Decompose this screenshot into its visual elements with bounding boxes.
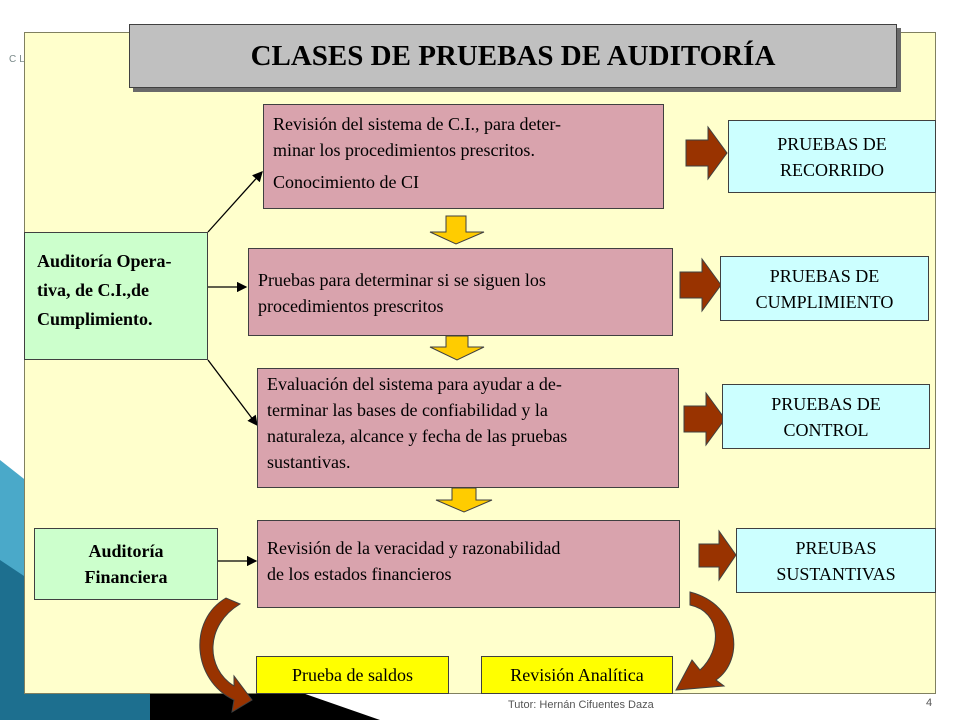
audit-financiera-box: Auditoría Financiera [34, 528, 218, 600]
process-line: de los estados financieros [267, 564, 452, 584]
result-line: SUSTANTIVAS [776, 563, 896, 584]
process-line: terminar las bases de confiabilidad y la [267, 400, 548, 420]
process-line: Revisión de la veracidad y razonabilidad [267, 538, 561, 558]
audit-operativa-line: Auditoría Opera- [37, 251, 172, 271]
process-box-recorrido: Revisión del sistema de C.I., para deter… [263, 104, 664, 209]
process-box-sustantivas: Revisión de la veracidad y razonabilidad… [257, 520, 680, 608]
process-line: Revisión del sistema de C.I., para deter… [273, 114, 562, 134]
audit-operativa-box: Auditoría Opera- tiva, de C.I.,de Cumpli… [24, 232, 208, 360]
process-line: procedimientos prescritos [258, 296, 444, 316]
result-sustantivas: PREUBAS SUSTANTIVAS [736, 528, 936, 593]
result-line: PRUEBAS DE [777, 133, 887, 154]
connector-line [207, 171, 263, 233]
result-cumplimiento: PRUEBAS DE CUMPLIMIENTO [720, 256, 929, 321]
corner-label: CL [9, 54, 28, 65]
audit-operativa-line: tiva, de C.I.,de [37, 280, 149, 300]
prueba-saldos-box: Prueba de saldos [256, 656, 449, 694]
process-line: sustantivas. [267, 452, 351, 472]
audit-operativa-line: Cumplimiento. [37, 309, 153, 329]
result-control: PRUEBAS DE CONTROL [722, 384, 930, 449]
audit-financiera-line: Financiera [84, 567, 168, 587]
process-line: Evaluación del sistema para ayudar a de- [267, 374, 562, 394]
curved-arrow-right [675, 591, 735, 691]
result-line: PRUEBAS DE [769, 265, 880, 286]
right-arrow [679, 257, 722, 313]
down-arrow [429, 335, 485, 361]
page-number: 4 [926, 697, 933, 709]
process-box-cumplimiento: Pruebas para determinar si se siguen los… [248, 248, 673, 336]
result-line: CONTROL [783, 419, 869, 440]
result-line: PRUEBAS DE [771, 393, 881, 414]
down-arrow [435, 487, 493, 513]
footer-tutor: Tutor: Hernán Cifuentes Daza [508, 699, 654, 711]
process-line: Pruebas para determinar si se siguen los [258, 270, 546, 290]
down-arrow [429, 215, 485, 245]
result-recorrido: PRUEBAS DE RECORRIDO [728, 120, 936, 193]
audit-financiera-line: Auditoría [88, 541, 164, 561]
process-box-control: Evaluación del sistema para ayudar a de-… [257, 368, 679, 488]
connector-line [207, 359, 258, 427]
process-line: naturaleza, alcance y fecha de las prueb… [267, 426, 568, 446]
result-line: RECORRIDO [779, 159, 884, 180]
right-arrow [698, 529, 737, 582]
right-arrow [683, 391, 726, 447]
revision-analitica-box: Revisión Analítica [481, 656, 673, 694]
process-line: minar los procedimientos prescritos. [273, 140, 535, 160]
result-line: PREUBAS [795, 537, 877, 558]
process-line: Conocimiento de CI [273, 172, 419, 192]
curved-arrow-left [199, 597, 253, 713]
slide-title: CLASES DE PRUEBAS DE AUDITORÍA [129, 24, 897, 88]
result-line: CUMPLIMIENTO [755, 291, 894, 312]
right-arrow [685, 125, 728, 181]
